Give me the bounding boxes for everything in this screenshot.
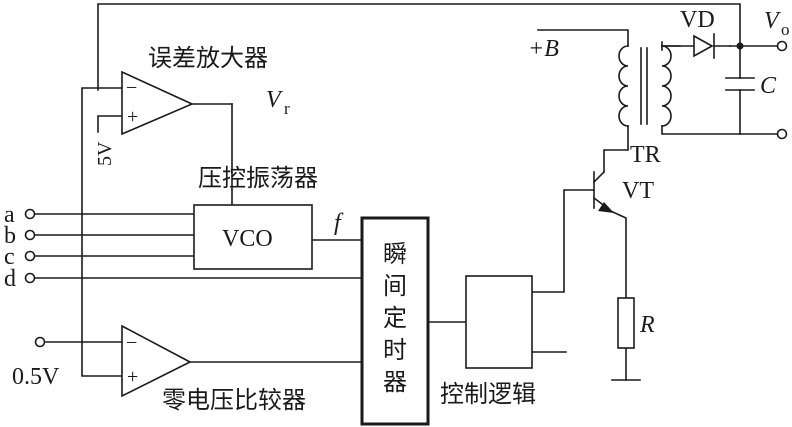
supply-wire xyxy=(537,29,629,47)
error-amp-label: 误差放大器 xyxy=(148,44,268,72)
emitter-wire xyxy=(602,206,627,299)
f-label: f xyxy=(334,210,344,236)
vco-box xyxy=(193,204,313,270)
input-label-b: b xyxy=(4,223,16,249)
c-label: C xyxy=(760,73,777,99)
capacitor xyxy=(725,77,755,91)
output-junction-dot xyxy=(736,42,744,50)
five-volt-label: 5V xyxy=(94,141,116,166)
timer-char-5: 器 xyxy=(383,368,407,396)
output-terminal-top xyxy=(776,40,788,52)
error-amp-minus: − xyxy=(126,77,137,99)
logic-to-base-wire xyxy=(531,189,595,293)
output-terminal-bottom xyxy=(776,128,788,140)
plus-b-label: +B xyxy=(528,36,559,62)
vco-box-label: VCO xyxy=(222,226,273,252)
input-terminal-c xyxy=(24,250,36,262)
timer-char-1: 瞬 xyxy=(383,240,407,268)
secondary-bottom-wire xyxy=(661,125,779,135)
vo-subscript: o xyxy=(781,20,790,39)
resistor xyxy=(617,297,635,349)
input-label-d: d xyxy=(4,266,16,292)
zero-comparator-label: 零电压比较器 xyxy=(162,386,306,414)
vco-title-label: 压控振荡器 xyxy=(198,164,318,192)
transistor xyxy=(592,170,614,213)
timer-char-2: 间 xyxy=(383,272,407,300)
r-label: R xyxy=(639,312,655,338)
reference-bus-wire xyxy=(81,87,123,377)
half-volt-terminal xyxy=(34,336,46,348)
timer-char-3: 定 xyxy=(383,304,407,332)
tr-label: TR xyxy=(630,142,661,168)
vr-label: V xyxy=(266,87,283,113)
input-terminal-d xyxy=(24,272,36,284)
error-amp-plus-wire xyxy=(97,115,123,133)
error-amp-plus: + xyxy=(127,106,138,128)
zero-comparator xyxy=(121,324,192,398)
input-label-a: a xyxy=(4,202,15,228)
half-volt-label: 0.5V xyxy=(12,364,60,390)
transformer xyxy=(618,45,672,127)
vo-label: V xyxy=(764,8,781,34)
error-amplifier xyxy=(121,70,194,136)
input-terminal-b xyxy=(24,229,36,241)
control-logic-label: 控制逻辑 xyxy=(440,380,536,408)
primary-to-collector-wire xyxy=(603,125,629,173)
comparator-minus: − xyxy=(126,332,137,354)
timer-box xyxy=(360,216,430,426)
comparator-plus: + xyxy=(127,366,138,388)
feedback-wire xyxy=(97,3,741,91)
vr-subscript: r xyxy=(284,99,290,118)
vt-label: VT xyxy=(622,178,654,204)
input-label-c: c xyxy=(4,244,15,270)
diode xyxy=(661,33,731,59)
vd-label: VD xyxy=(680,7,715,33)
input-terminal-a xyxy=(24,208,36,220)
control-logic-box xyxy=(465,275,533,369)
timer-char-4: 时 xyxy=(383,336,407,364)
